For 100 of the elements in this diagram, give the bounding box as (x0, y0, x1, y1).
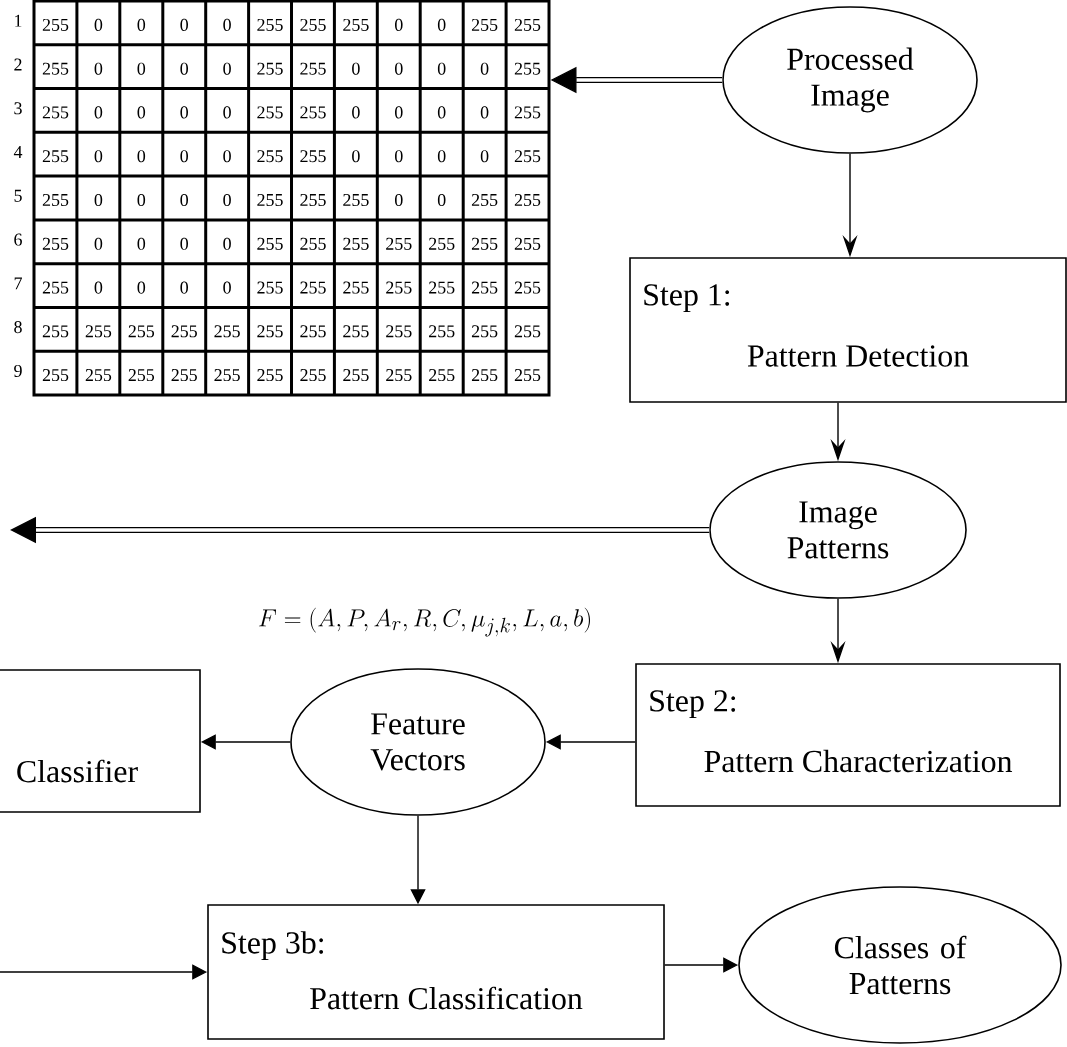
cell-value: 255 (471, 281, 498, 294)
cell-value: 255 (128, 325, 155, 338)
cell-value: 255 (42, 369, 69, 382)
cell-value: 0 (352, 106, 360, 119)
cell-value: 255 (171, 325, 197, 338)
cell-value: 0 (94, 281, 103, 294)
cell-value: 0 (395, 150, 403, 163)
cell-value: 255 (214, 369, 240, 382)
process-box: Classifier (0, 669, 201, 813)
process-box: Step 3b: Pattern Classification (207, 904, 665, 1040)
cell-value: 255 (42, 281, 69, 294)
cell-value: 255 (300, 281, 326, 294)
cell-value: 255 (514, 62, 541, 75)
cell-value: 0 (180, 62, 188, 75)
cell-value: 255 (514, 237, 541, 250)
cell-value: 0 (180, 281, 188, 294)
ellipse-node: Classes of Patterns (738, 886, 1062, 1044)
cell-value: 0 (480, 150, 489, 163)
cell-value: 255 (42, 237, 69, 250)
cell-value: 255 (471, 194, 498, 206)
cell-value: 255 (300, 194, 326, 206)
cell-value: 255 (386, 369, 412, 382)
cell-value: 255 (257, 106, 283, 119)
row-number: 3 (14, 102, 22, 115)
cell-value: 255 (257, 369, 283, 382)
cell-value: 255 (471, 18, 498, 31)
cell-value: 0 (352, 62, 360, 75)
cell-value: 0 (180, 237, 188, 250)
cell-value: 255 (514, 281, 541, 294)
cell-value: 0 (223, 18, 231, 31)
cell-value: 255 (300, 150, 326, 163)
row-number: 8 (14, 321, 22, 334)
cell-value: 255 (343, 325, 369, 338)
cell-value: 255 (300, 325, 326, 338)
cell-value: 0 (480, 62, 489, 75)
cell-value: 255 (42, 62, 69, 75)
cell-value: 255 (343, 194, 369, 206)
cell-value: 255 (85, 369, 112, 382)
row-number: 4 (13, 146, 23, 158)
cell-value: 0 (223, 106, 231, 119)
cell-value: 0 (137, 193, 146, 207)
cell-value: 0 (395, 106, 403, 119)
cell-value: 255 (343, 237, 369, 250)
cell-value: 255 (343, 281, 369, 294)
row-number: 2 (14, 58, 22, 71)
cell-value: 0 (395, 193, 403, 207)
cell-value: 255 (257, 325, 283, 338)
cell-value: 0 (223, 150, 231, 163)
cell-value: 0 (352, 150, 360, 163)
cell-value: 0 (437, 150, 446, 163)
cell-value: 255 (42, 106, 69, 119)
feature-formula: $F = (A, P, A_{r}, R, C, \mu_{j,k}, L, a, b)$ (258, 607, 590, 637)
cell-value: 0 (94, 62, 103, 75)
cell-value: 255 (343, 369, 369, 382)
cell-value: 0 (137, 18, 146, 31)
cell-value: 0 (395, 62, 403, 75)
cell-value: 255 (514, 150, 541, 163)
cell-value: 255 (300, 106, 326, 119)
cell-value: 255 (128, 369, 155, 382)
cell-value: 0 (395, 18, 403, 31)
cell-value: 0 (180, 150, 188, 163)
cell-value: 255 (386, 281, 412, 294)
cell-value: 255 (85, 325, 112, 338)
cell-value: 255 (300, 237, 326, 250)
cell-value: 0 (137, 150, 146, 163)
cell-value: 255 (257, 150, 283, 163)
cell-value: 0 (137, 62, 146, 75)
cell-value: 255 (514, 106, 541, 119)
cell-value: 255 (257, 281, 283, 294)
cell-value: 255 (42, 18, 69, 31)
cell-value: 255 (343, 18, 369, 31)
cell-value: 255 (42, 194, 69, 206)
cell-value: 0 (137, 237, 146, 250)
cell-value: 0 (437, 18, 446, 31)
row-number: 9 (14, 364, 22, 377)
cell-value: 0 (223, 237, 231, 250)
process-box: Step 1: Pattern Detection (629, 257, 1067, 403)
cell-value: 0 (94, 237, 103, 250)
cell-value: 255 (214, 325, 240, 338)
cell-value: 0 (437, 106, 446, 119)
cell-value: 255 (429, 281, 455, 294)
cell-value: 255 (300, 18, 326, 31)
ellipse-node: Processed Image (722, 6, 978, 154)
cell-value: 255 (514, 18, 541, 31)
cell-value: 255 (42, 325, 69, 338)
ellipse-node: Image Patterns (709, 461, 967, 599)
cell-value: 0 (137, 106, 146, 119)
cell-value: 255 (257, 62, 283, 75)
cell-value: 255 (429, 369, 455, 382)
cell-value: 0 (480, 106, 489, 119)
cell-value: 255 (386, 237, 412, 250)
cell-value: 0 (94, 18, 103, 31)
cell-value: 255 (257, 18, 283, 31)
cell-value: 255 (471, 369, 498, 382)
cell-value: 0 (94, 106, 103, 119)
cell-value: 0 (180, 193, 188, 207)
row-number: 7 (14, 277, 22, 290)
cell-value: 0 (94, 193, 103, 207)
cell-value: 255 (429, 237, 455, 250)
row-number: 6 (14, 233, 22, 246)
